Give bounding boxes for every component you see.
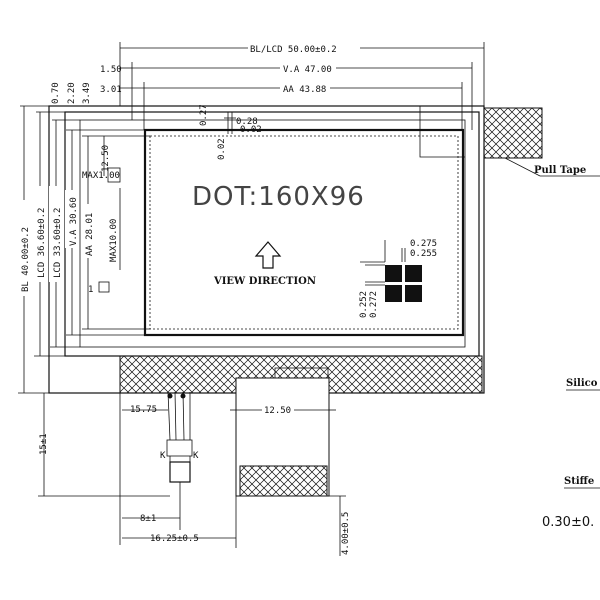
max-1000-label: MAX10.00	[109, 219, 119, 262]
lcd-inner-label: LCD 33.60±0.2	[53, 208, 63, 278]
bl-height-label: BL 40.00±0.2	[21, 227, 31, 292]
fpc-1625-label: 16.25±0.5	[150, 534, 199, 544]
bl-lcd-width-label: BL/LCD 50.00±0.2	[250, 45, 337, 55]
left-301-label: 3.01	[100, 85, 122, 95]
side-15-label: 15±1	[39, 433, 49, 455]
side-small-mark: 1	[88, 285, 93, 295]
thickness-label: 0.30±0.	[542, 515, 594, 530]
lcd-height-label: LCD 36.60±0.2	[37, 208, 47, 278]
fpc-connector-top	[274, 367, 329, 379]
aa-width-label: AA 43.88	[283, 85, 326, 95]
pixel-0255-label: 0.255	[410, 249, 437, 259]
pull-tape-hatch	[483, 107, 543, 159]
dot-002-label: 0.02	[217, 138, 227, 160]
bottom-dimensions: 15.75 12.50 8±1 16.25±0.5 4.00±0.5 15±1	[38, 393, 351, 556]
top-step	[419, 106, 465, 158]
polarizer-outline	[79, 119, 466, 348]
pin-k-left: K	[160, 451, 166, 461]
viewing-area-outline	[143, 128, 465, 337]
side-small-box	[98, 281, 110, 293]
stiffener-label: Stiffe	[564, 476, 594, 487]
wire-connector	[169, 461, 191, 483]
top-220-label: 2.20	[67, 82, 77, 104]
view-direction-arrow	[254, 241, 282, 269]
max-100-label: MAX1.00	[82, 171, 120, 181]
pixel-detail: 0.275 0.255 0.252 0.272	[359, 239, 437, 318]
height-1250-label: 12.50	[101, 145, 111, 172]
wire-sleeve	[166, 439, 193, 457]
fpc-8-label: 8±1	[140, 514, 156, 524]
pull-tape-leader	[504, 157, 541, 177]
top-dimensions: BL/LCD 50.00±0.2 V.A 47.00 AA 43.88 1.50…	[100, 42, 485, 130]
dot-pitch-marks: 0.27 0.28 0.02 0.02	[199, 104, 262, 160]
left-dimensions: BL 40.00±0.2 LCD 36.60±0.2 LCD 33.60±0.2…	[17, 106, 150, 394]
dot-028-label: 0.28	[236, 117, 258, 127]
aa-height-label: AA 28.01	[85, 213, 95, 256]
pull-tape-label: Pull Tape	[534, 165, 586, 176]
fpc-400-label: 4.00±0.5	[341, 512, 351, 555]
pin-k-right: K	[193, 451, 199, 461]
fpc-1575-label: 15.75	[130, 405, 157, 415]
dot-002b-label: 0.02	[240, 125, 262, 135]
dot-027-label: 0.27	[199, 104, 209, 126]
top-070-label: 0.70	[51, 82, 61, 104]
lcd-glass-outline	[64, 111, 480, 357]
pixel-0275-label: 0.275	[410, 239, 437, 249]
pixel-0272-label: 0.272	[369, 291, 379, 318]
va-width-label: V.A 47.00	[283, 65, 332, 75]
top-left-offsets: 0.70 2.20 3.49	[20, 82, 92, 121]
fpc-group	[230, 367, 336, 497]
view-direction-label: VIEW DIRECTION	[213, 276, 316, 287]
left-150-label: 1.50	[100, 65, 122, 75]
wire-dot-2	[180, 393, 186, 399]
pixel-0252-label: 0.252	[359, 291, 369, 318]
wire-dot-1	[167, 393, 173, 399]
dot-format-label: DOT:160X96	[192, 182, 365, 212]
active-area-outline	[149, 135, 459, 330]
wire-group: K K	[160, 391, 199, 483]
silicon-label: Silico	[566, 378, 598, 389]
fpc-1250-label: 12.50	[264, 406, 291, 416]
va-height-label: V.A 30.60	[69, 197, 79, 246]
fpc-stiffener-hatch	[239, 465, 328, 497]
top-349-label: 3.49	[82, 82, 92, 104]
max-100-box	[107, 167, 121, 183]
